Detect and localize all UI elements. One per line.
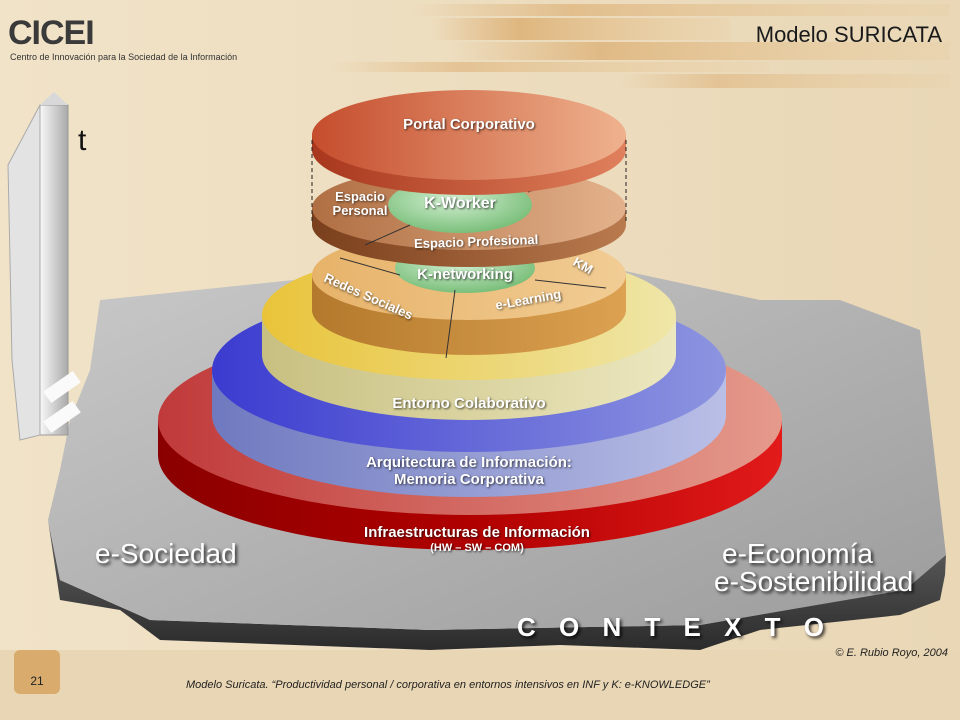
label-e-economia: e-Economía [722, 538, 873, 569]
copyright: © E. Rubio Royo, 2004 [835, 647, 948, 659]
label-infraestructuras-sub: (HW – SW – COM) [430, 542, 524, 554]
label-arquitectura-line2: Memoria Corporativa [393, 471, 545, 488]
label-k-worker: K-Worker [424, 195, 496, 212]
layer-portal [312, 90, 626, 195]
time-arrow [7, 92, 81, 441]
logo-subtitle: Centro de Innovación para la Sociedad de… [10, 52, 238, 62]
page-number: 21 [30, 674, 44, 688]
label-portal: Portal Corporativo [403, 116, 535, 133]
footer-caption: Modelo Suricata. “Productividad personal… [186, 679, 710, 691]
label-e-sociedad: e-Sociedad [95, 538, 237, 569]
label-k-networking: K-networking [417, 266, 513, 283]
cicei-logo: CICEI [8, 14, 95, 52]
label-espacio-personal-line1: Espacio [335, 189, 385, 204]
header-streaks [330, 4, 950, 88]
label-espacio-personal-line2: Personal [332, 203, 388, 218]
label-contexto: C O N T E X T O [517, 612, 833, 642]
footer-decoration [0, 650, 960, 720]
time-axis-label: t [78, 124, 87, 157]
slide-title: Modelo SURICATA [755, 22, 942, 47]
label-e-sostenibilidad: e-Sostenibilidad [714, 566, 914, 597]
label-espacio-personal: Espacio Personal [330, 190, 390, 218]
label-arquitectura-line1: Arquitectura de Información: [366, 454, 572, 471]
label-entorno-colaborativo: Entorno Colaborativo [392, 395, 546, 412]
label-infraestructuras: Infraestructuras de Información [364, 524, 590, 541]
label-arquitectura: Arquitectura de Información: Memoria Cor… [319, 454, 619, 488]
